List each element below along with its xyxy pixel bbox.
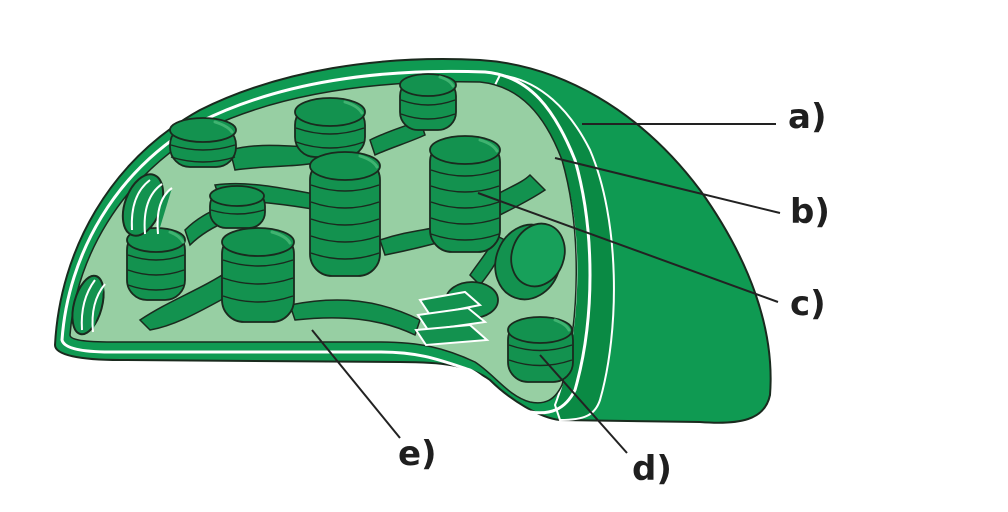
granum-stack	[126, 227, 186, 301]
granum-stack	[507, 316, 574, 383]
granum-stack	[494, 222, 566, 301]
label-a-outer-membrane: a)	[788, 97, 827, 137]
leader-lines	[311, 123, 781, 454]
cut-thylakoids	[71, 173, 490, 347]
label-c-granum: c)	[790, 284, 826, 324]
granum-stack	[294, 97, 366, 158]
granum-stack	[429, 135, 501, 253]
granum-stack	[221, 227, 295, 323]
label-b-inner-membrane: b)	[790, 192, 830, 232]
disc-highlights	[168, 75, 571, 332]
granum-stack	[209, 185, 266, 229]
thylakoid-disc-lines	[127, 99, 573, 367]
label-d-thylakoid: d)	[632, 449, 672, 489]
grana	[126, 73, 574, 383]
granum-stack	[309, 151, 381, 277]
label-e-stroma: e)	[398, 434, 437, 474]
